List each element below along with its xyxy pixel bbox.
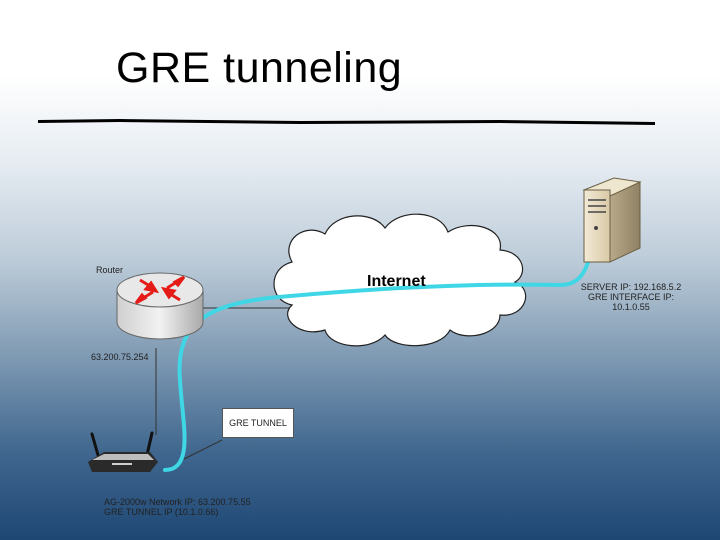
gre-tunnel-callout: GRE TUNNEL: [222, 408, 294, 438]
title-underline: [38, 119, 655, 125]
client-gre-tunnel-ip-label: GRE TUNNEL IP (10.1.0.66): [104, 507, 219, 517]
server-info: SERVER IP: 192.168.5.2 GRE INTERFACE IP:…: [570, 282, 692, 312]
server-ip-label: SERVER IP: 192.168.5.2: [580, 282, 682, 292]
callout-pointer: [177, 439, 223, 463]
gre-tunnel-line: [163, 238, 602, 472]
wireless-router-icon: [88, 431, 158, 472]
server-icon: [582, 177, 642, 263]
server-gre-interface-ip: 10.1.0.55: [612, 302, 650, 312]
gre-tunnel-callout-text: GRE TUNNEL: [229, 418, 287, 428]
client-info: AG-2000w Network IP: 63.200.75.55 GRE TU…: [104, 497, 251, 517]
client-network-ip-label: AG-2000w Network IP: 63.200.75.55: [104, 497, 251, 507]
internet-label: Internet: [367, 273, 426, 290]
router-label: Router: [96, 265, 124, 275]
internet-cloud: [273, 213, 527, 347]
page-title: GRE tunneling: [116, 44, 403, 92]
server-gre-interface-label: GRE INTERFACE IP:: [587, 292, 674, 302]
router-icon: [116, 272, 204, 340]
router-ip-label: 63.200.75.254: [91, 352, 149, 362]
